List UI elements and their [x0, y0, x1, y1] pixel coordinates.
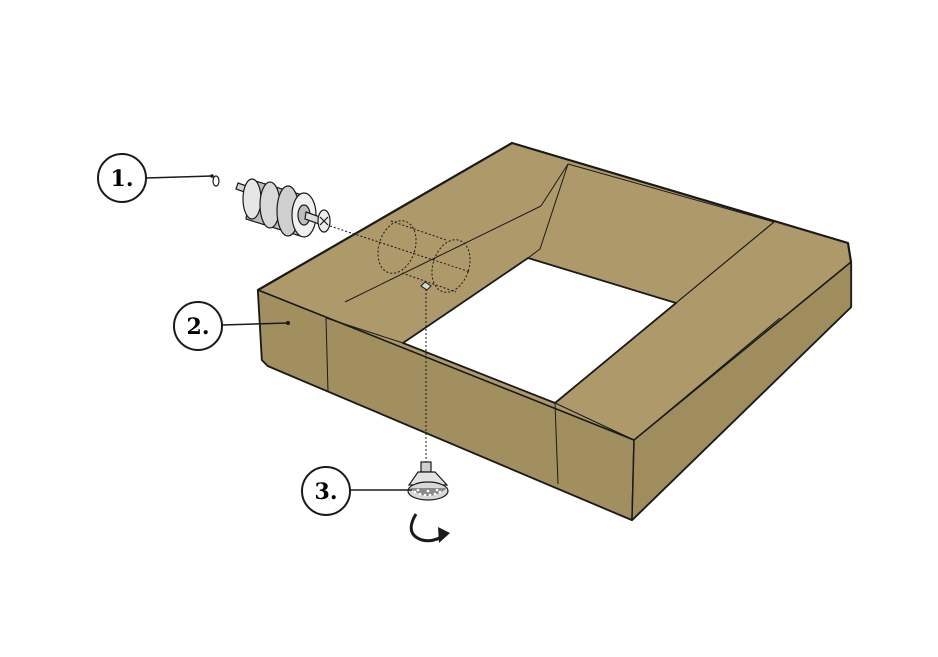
callout-connector: 1.	[97, 153, 214, 203]
upholstered-frame	[256, 141, 853, 522]
callout-label-3: 3.	[315, 479, 338, 505]
connector-fitting-icon	[212, 175, 331, 238]
callout-label-1: 1.	[111, 166, 134, 192]
seam-lines	[325, 163, 781, 485]
glide-foot-icon	[407, 461, 449, 501]
callout-cushion: 2.	[173, 301, 290, 351]
pin-hole-marker	[420, 281, 432, 291]
bore-outline	[329, 220, 471, 463]
callout-glide: 3.	[301, 466, 412, 516]
rotate-arrow-head	[438, 527, 450, 543]
callout-label-2: 2.	[187, 314, 210, 340]
